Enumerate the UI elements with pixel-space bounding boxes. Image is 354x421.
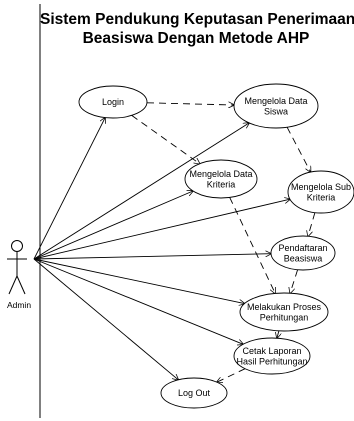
use-case-ellipse — [78, 85, 148, 119]
association-mengelola-data-kriteria — [33, 191, 193, 260]
relationship-layer — [33, 103, 316, 383]
use-case-label: Perhitungan — [260, 312, 309, 322]
actor-layer: Admin — [7, 240, 31, 311]
association-mengelola-sub-kriteria — [33, 199, 290, 260]
use-case-ellipse — [233, 337, 311, 375]
dependency-login-to-mengelola-data-kriteria — [131, 115, 200, 163]
use-case-label: Cetak Laporan — [242, 346, 301, 356]
association-login — [33, 118, 105, 260]
use-case-label: Beasiswa — [284, 253, 323, 263]
diagram-title-line-1: Sistem Pendukung Keputasan Penerimaan — [40, 11, 354, 28]
diagram-title: Sistem Pendukung Keputasan Penerimaan Be… — [40, 10, 354, 48]
use-case-ellipse — [270, 235, 336, 271]
use-case-label: Mengelola Data — [189, 169, 252, 179]
use-case-ellipse — [184, 159, 258, 199]
use-case-label: Mengelola Sub — [291, 182, 351, 192]
dependency-melakukan-proses-perhitungan-to-cetak-laporan-hasil-perhitungan — [277, 330, 279, 338]
use-case-label: Hasil Perhitungan — [236, 356, 307, 366]
association-melakukan-proses-perhitungan — [33, 258, 245, 304]
use-case-label: Login — [102, 97, 124, 107]
use-case-label: Siswa — [264, 106, 288, 116]
actor-right-leg — [16, 275, 26, 295]
dependency-mengelola-data-siswa-to-mengelola-sub-kriteria — [286, 126, 311, 172]
dependency-mengelola-data-kriteria-to-melakukan-proses-perhitungan — [229, 197, 276, 293]
use-case-ellipse — [233, 83, 319, 129]
actor-left-leg — [8, 275, 18, 295]
actor-label: Admin — [7, 300, 31, 310]
use-case-label: Melakukan Proses — [247, 302, 322, 312]
use-case-ellipse — [160, 377, 228, 409]
use-case-label: Kriteria — [207, 179, 236, 189]
use-case-label: Mengelola Data — [244, 96, 307, 106]
association-log-out — [33, 258, 178, 380]
use-case-label: Pendaftaran — [278, 243, 327, 253]
dependency-pendaftaran-beasiswa-to-melakukan-proses-perhitungan — [290, 269, 299, 293]
use-case-log-out[interactable]: Log Out — [160, 377, 228, 409]
actor-admin[interactable]: Admin — [7, 240, 31, 311]
dependency-mengelola-sub-kriteria-to-pendaftaran-beasiswa — [308, 212, 316, 237]
association-pendaftaran-beasiswa — [33, 254, 271, 260]
use-case-login[interactable]: Login — [78, 85, 148, 119]
actor-head — [11, 240, 23, 252]
association-mengelola-data-siswa — [33, 123, 249, 260]
association-cetak-laporan-hasil-perhitungan — [33, 258, 243, 344]
use-case-ellipse — [239, 292, 329, 332]
use-case-ellipse — [287, 170, 354, 214]
dependency-login-to-mengelola-data-siswa — [146, 103, 234, 105]
diagram-title-line-2: Beasiswa Dengan Metode AHP — [82, 30, 310, 47]
use-case-label: Log Out — [178, 388, 211, 398]
dependency-cetak-laporan-hasil-perhitungan-to-log-out — [217, 368, 246, 383]
use-case-label: Kriteria — [307, 192, 336, 202]
